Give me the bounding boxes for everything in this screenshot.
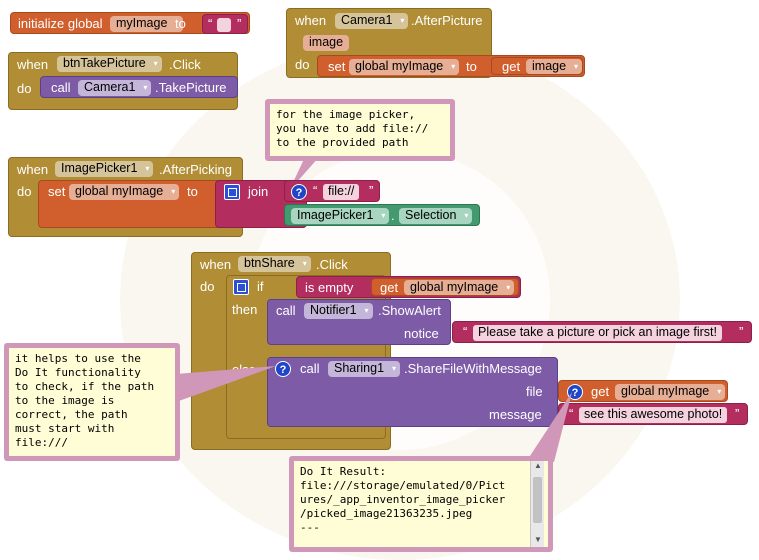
message-string-field[interactable]: see this awesome photo! [579,407,728,423]
do-label: do [17,81,32,96]
when-label: when [17,162,49,177]
initialize-global-block[interactable]: initialize global myImage to “ ” [10,12,250,34]
if-label: if [257,279,264,294]
notice-string-field[interactable]: Please take a picture or pick an image f… [473,325,723,341]
get-global-block[interactable]: get global myImage▾ [371,278,519,296]
comment-line: to the provided path [276,136,409,149]
selection-prop-dropdown[interactable]: Selection▾ [399,208,473,224]
call-showalert-block[interactable]: call Notifier1▾ .ShowAlert notice [267,299,451,345]
call-label: call [276,303,296,318]
scroll-down-icon[interactable]: ▼ [534,535,542,544]
help-icon[interactable]: ? [567,384,583,400]
scrollbar-thumb[interactable] [533,477,542,523]
event-name-label: .AfterPicture [411,13,483,28]
is-empty-block[interactable]: is empty get global myImage▾ [296,276,521,298]
camera-target-dropdown[interactable]: Camera1▾ [78,80,152,96]
imagepicker-dropdown[interactable]: ImagePicker1▾ [55,161,154,177]
call-label: call [51,80,71,95]
comment-pointer-2 [176,366,276,402]
image-param[interactable]: image [303,35,350,51]
result-line: file:///storage/emulated/0/Pict [300,479,506,492]
call-label: call [300,361,320,376]
init-to-label: to [175,16,186,31]
do-label: do [295,57,310,72]
mutator-icon[interactable] [224,184,240,200]
comment-do-it-hint[interactable]: it helps to use the Do It functionality … [7,346,177,458]
doit-pointer [526,392,572,462]
comment-image-picker[interactable]: for the image picker, you have to add fi… [268,102,452,158]
result-line: ures/_app_inventor_image_picker [300,493,506,506]
comment-line: correct, the path [15,408,128,421]
notice-text-block[interactable]: “ Please take a picture or pick an image… [452,321,752,343]
comment-line: must start with [15,422,115,435]
set-to-label: to [187,184,198,199]
file-var-dropdown[interactable]: global myImage▾ [615,384,726,400]
get-image-block[interactable]: get image▾ [491,57,583,75]
help-icon[interactable]: ? [291,184,307,200]
if-mutator-icon[interactable] [233,279,249,295]
join-label: join [248,184,269,199]
comment-line: to the image is [15,394,115,407]
method-label: .TakePicture [155,80,227,95]
btnshare-dropdown[interactable]: btnShare▾ [238,256,311,272]
doit-scrollbar[interactable]: ▲ ▼ [530,461,544,547]
set-global-block-camera[interactable]: set global myImage▾ to get image▾ [317,55,585,77]
event-name-label: .Click [316,257,348,272]
notice-label: notice [404,326,439,341]
imagepicker-selection-getter[interactable]: ImagePicker1▾ . Selection▾ [284,204,480,226]
sharing-dropdown[interactable]: Sharing1▾ [328,361,401,377]
file-label: file [526,384,543,399]
do-label: do [200,279,215,294]
dot-label: . [391,208,395,223]
scroll-up-icon[interactable]: ▲ [534,461,542,470]
camera-component-dropdown[interactable]: Camera1▾ [335,13,409,29]
message-label: message [489,407,542,422]
message-text-block[interactable]: “ see this awesome photo! ” [558,403,748,425]
comment-line: for the image picker, [276,108,416,121]
file-string-field[interactable]: file:// [323,184,360,200]
get-var-dropdown[interactable]: global myImage▾ [404,280,515,295]
then-label: then [232,302,258,317]
btntakepicture-dropdown[interactable]: btnTakePicture▾ [57,56,162,72]
text-file-block[interactable]: ? “ file:// ” [284,180,380,202]
event-name-label: .AfterPicking [159,162,232,177]
do-label: do [17,184,32,199]
result-line: --- [300,521,320,534]
comment-line: file:/// [15,436,68,449]
event-name-label: .Click [169,57,201,72]
when-label: when [17,57,49,72]
empty-string-field[interactable] [217,18,231,32]
empty-text-block[interactable]: “ ” [202,14,248,34]
help-icon[interactable]: ? [275,361,291,377]
call-takepicture-block[interactable]: call Camera1▾ .TakePicture [40,76,238,98]
when-label: when [295,13,327,28]
set-var-dropdown[interactable]: global myImage▾ [69,184,180,200]
result-line: Do It Result: [300,465,387,478]
comment-line: Do It functionality [15,366,141,379]
get-global-file-block[interactable]: ? get global myImage▾ [558,380,728,402]
comment-line: it helps to use the [15,352,141,365]
set-label: set [48,184,66,199]
set-to-label: to [466,59,477,74]
showalert-label: .ShowAlert [378,303,441,318]
is-empty-label: is empty [305,280,354,295]
init-global-label: initialize global [18,16,103,31]
when-label: when [200,257,232,272]
call-sharefile-block[interactable]: ? call Sharing1▾ .ShareFileWithMessage f… [267,357,558,427]
doit-result-bubble[interactable]: Do It Result: file:///storage/emulated/0… [292,459,550,549]
set-global-block-picker[interactable]: set global myImage▾ to [38,180,238,228]
get-image-dropdown[interactable]: image▾ [526,59,583,74]
comment-line: you have to add file:// [276,122,429,135]
result-line: /picked_image21363235.jpeg [300,507,473,520]
imagepicker-prop-component[interactable]: ImagePicker1▾ [291,208,390,224]
sharefile-label: .ShareFileWithMessage [404,361,542,376]
notifier-dropdown[interactable]: Notifier1▾ [304,303,373,319]
set-label: set [328,59,346,74]
global-name-field[interactable]: myImage [110,16,184,32]
set-var-dropdown[interactable]: global myImage▾ [349,59,460,75]
comment-line: to check, if the path [15,380,155,393]
